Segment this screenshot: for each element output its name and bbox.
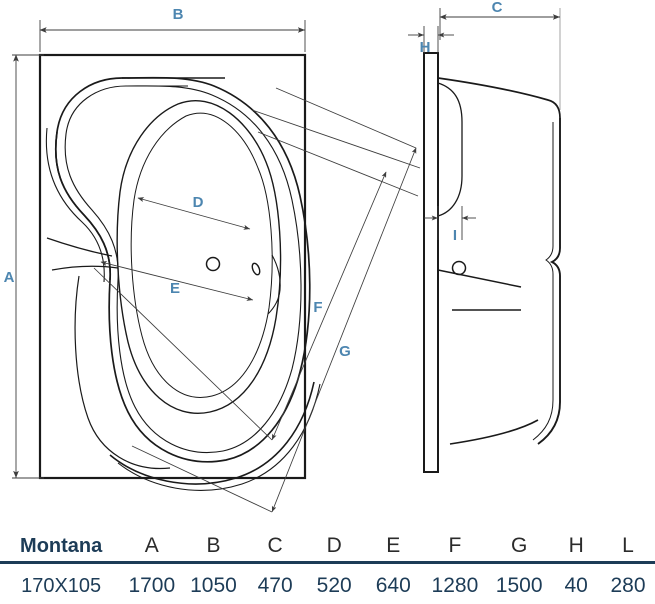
- table-header-c: C: [246, 524, 305, 563]
- table-header-e: E: [364, 524, 423, 563]
- tub-rim-inner-line: [65, 86, 301, 453]
- dim-label-g: G: [339, 343, 351, 360]
- dim-label-f: F: [313, 299, 322, 316]
- dim-g-line: [272, 148, 416, 512]
- side-basin-wall: [438, 83, 462, 216]
- cell-b: 1050: [181, 563, 245, 604]
- tub-bottom-sweep: [110, 382, 314, 484]
- table-header-l: L: [601, 524, 655, 563]
- dim-f-line: [272, 172, 386, 440]
- top-view-group: B A D E F G: [4, 6, 420, 512]
- cell-model: 170X105: [0, 563, 122, 604]
- cell-h: 40: [551, 563, 601, 604]
- table-header-h: H: [551, 524, 601, 563]
- cell-g: 1500: [487, 563, 551, 604]
- tub-basin-inner-line: [131, 113, 272, 397]
- leader-line-lower: [258, 132, 418, 196]
- table-header-d: D: [305, 524, 364, 563]
- table-header-row: Montana A B C D E F G H L: [0, 524, 655, 563]
- table-header-a: A: [122, 524, 181, 563]
- dim-label-d: D: [193, 194, 204, 211]
- dim-label-i: I: [453, 227, 457, 244]
- specification-table: Montana A B C D E F G H L 170X105 1700 1…: [0, 524, 655, 603]
- side-floor-line-upper: [438, 270, 521, 287]
- cell-a: 1700: [122, 563, 181, 604]
- dim-f-spacer-2: [266, 124, 386, 172]
- tub-basin-outline: [117, 101, 280, 414]
- side-view-group: C H I: [408, 0, 560, 472]
- side-right-inner-edge: [533, 122, 553, 440]
- overflow-fitting-icon: [251, 262, 261, 276]
- drain-hole-icon: [207, 258, 220, 271]
- dim-g-ext-top: [276, 88, 416, 148]
- dimensions-table: Montana A B C D E F G H L 170X105 1700 1…: [0, 524, 655, 604]
- cell-d: 520: [305, 563, 364, 604]
- table-header-f: F: [423, 524, 487, 563]
- dim-f-ext-a: [94, 268, 272, 440]
- side-front-panel: [424, 53, 438, 472]
- cell-f: 1280: [423, 563, 487, 604]
- table-header-b: B: [181, 524, 245, 563]
- dim-label-h: H: [420, 39, 431, 56]
- side-right-outer-edge: [538, 118, 560, 444]
- tub-left-outer-wall: [75, 276, 170, 469]
- cell-l: 280: [601, 563, 655, 604]
- side-drain-hole-icon: [453, 262, 466, 275]
- cell-e: 640: [364, 563, 423, 604]
- tub-left-ledge-mark-lower: [52, 266, 118, 270]
- table-row: 170X105 1700 1050 470 520 640 1280 1500 …: [0, 563, 655, 604]
- dim-label-b: B: [173, 6, 184, 23]
- table-header-model: Montana: [0, 524, 122, 563]
- side-bottom-edge: [450, 420, 538, 444]
- dim-label-c: C: [492, 0, 503, 16]
- table-header-g: G: [487, 524, 551, 563]
- dim-label-e: E: [170, 280, 180, 297]
- cell-c: 470: [246, 563, 305, 604]
- dim-label-a: A: [4, 269, 15, 286]
